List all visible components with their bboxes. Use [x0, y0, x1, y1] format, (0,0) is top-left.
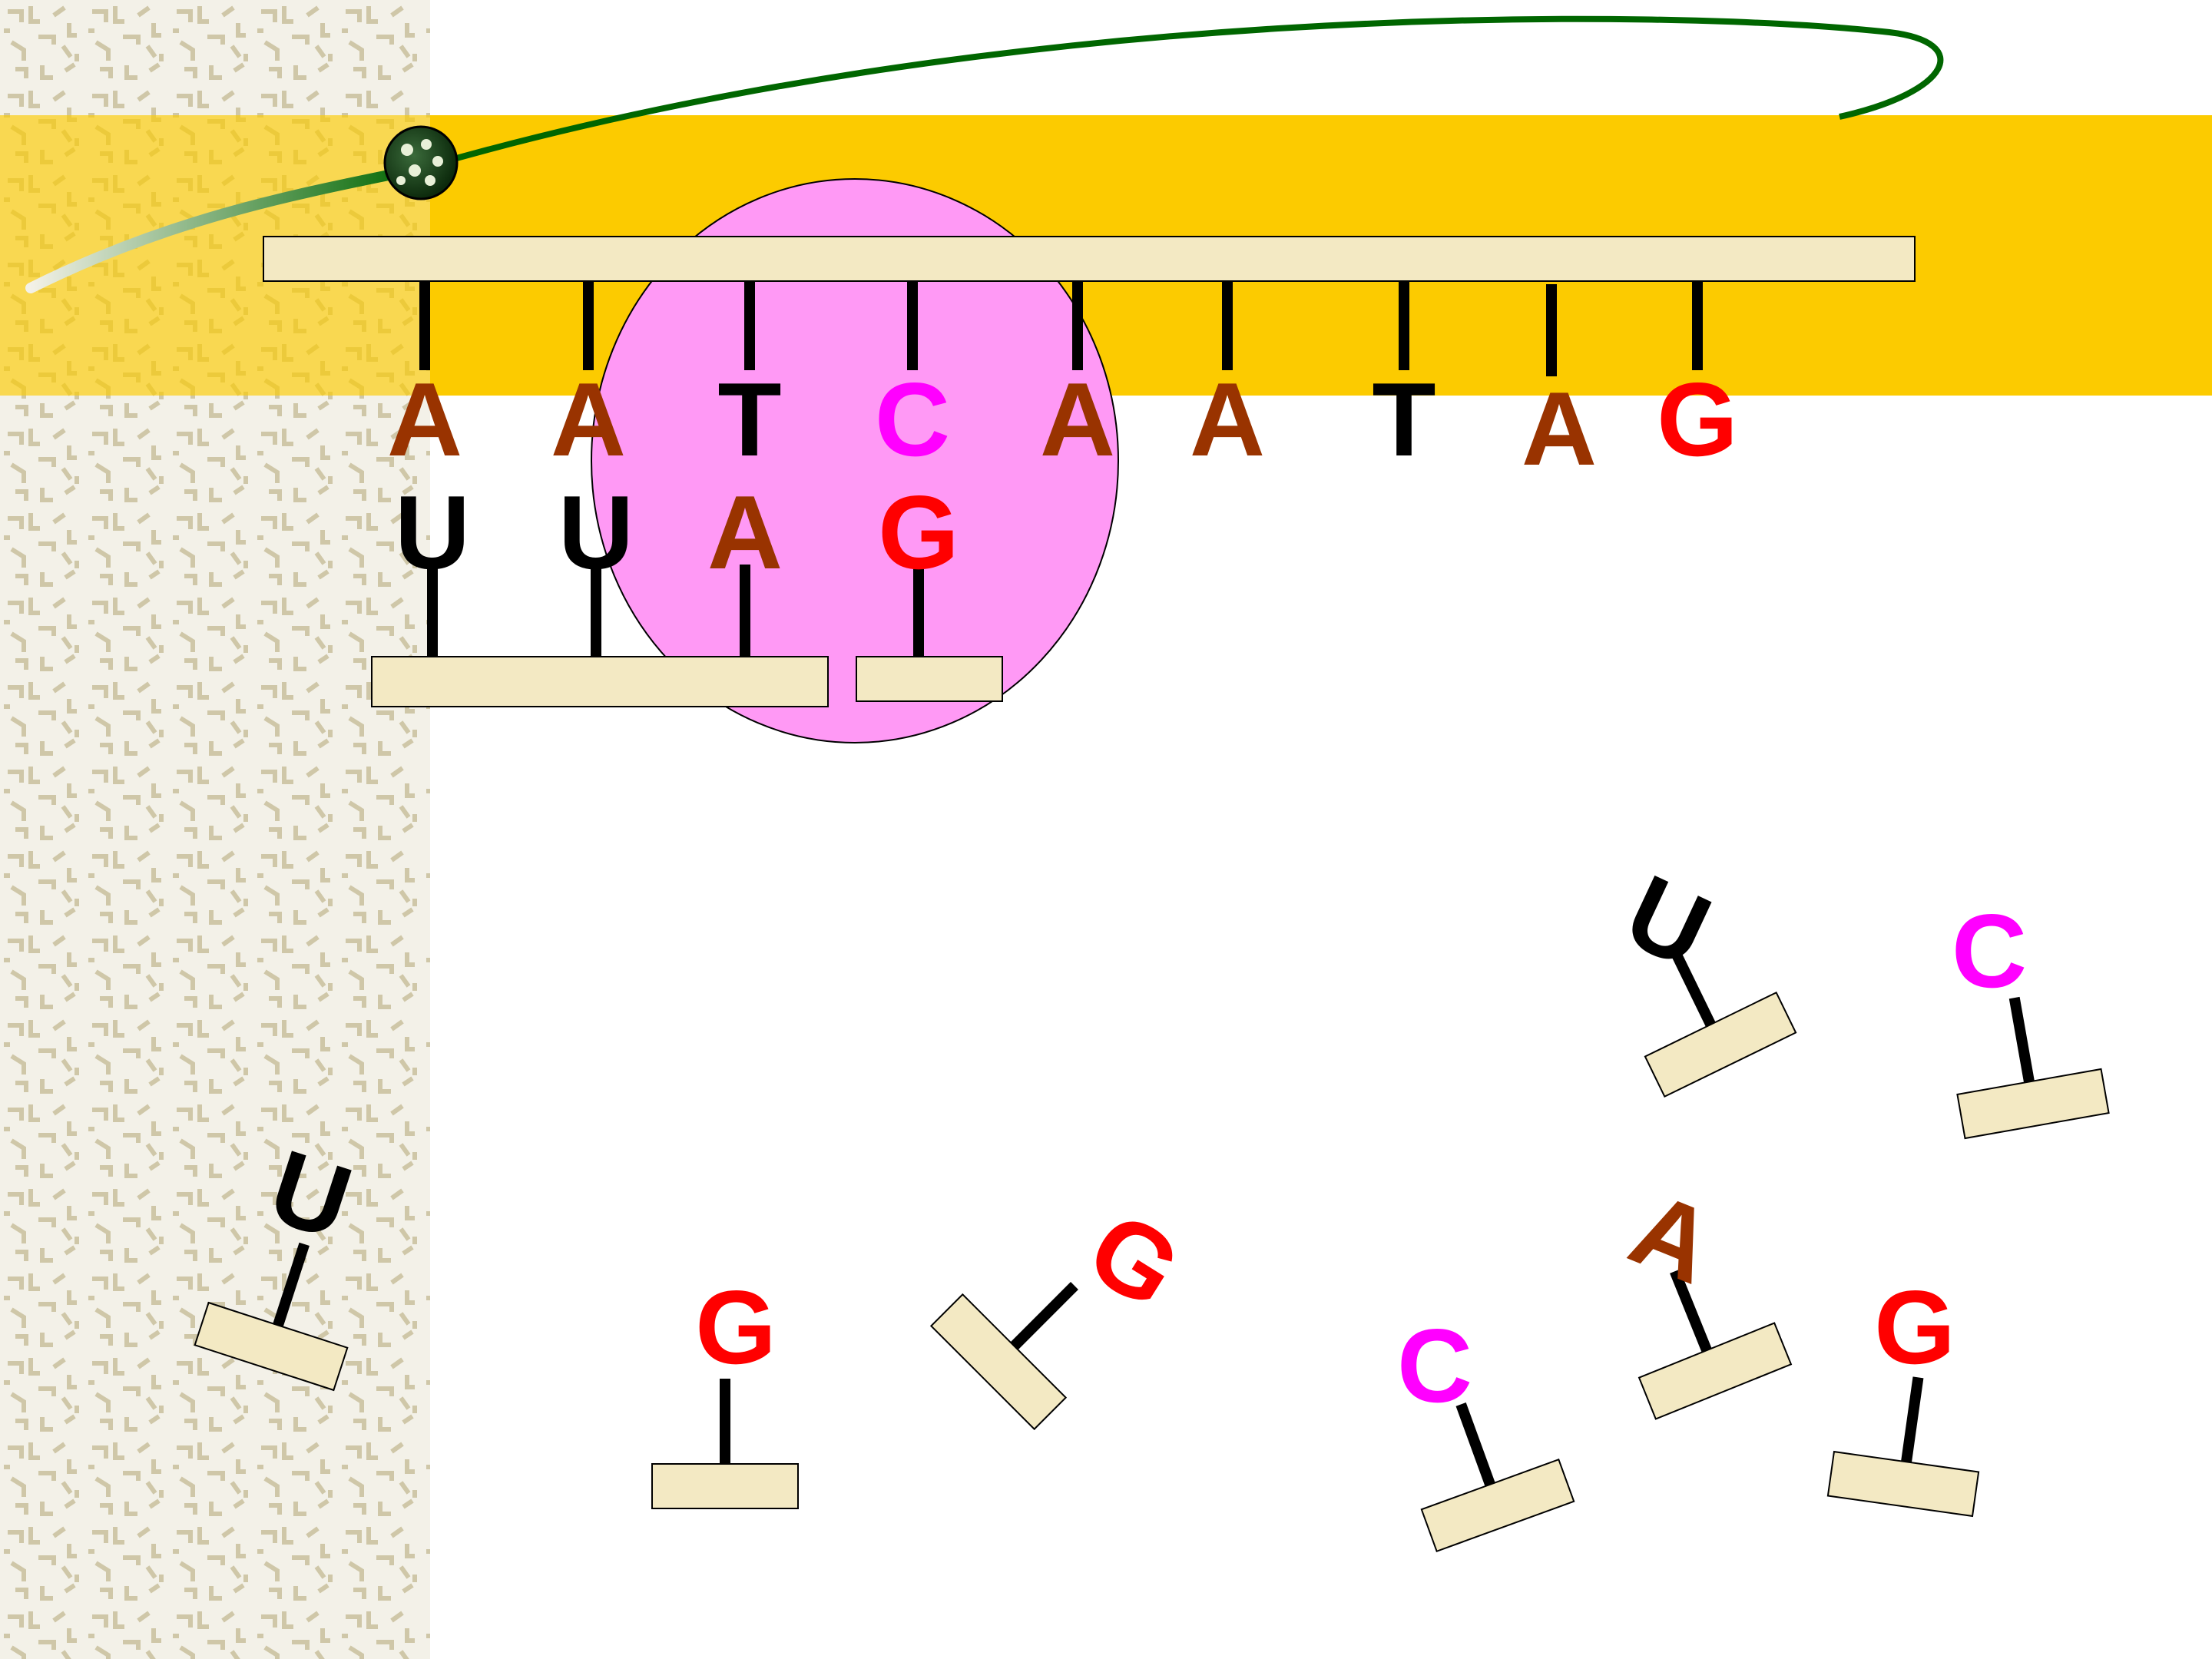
- paired-base: U: [558, 474, 634, 591]
- free-base: C: [1397, 1307, 1472, 1424]
- paired-backbone-long: [371, 656, 829, 707]
- template-base: G: [1657, 361, 1738, 478]
- paired-base: U: [395, 474, 470, 591]
- template-base: C: [875, 361, 950, 478]
- free-backbone: [1637, 1322, 1793, 1420]
- free-nucleotide: [651, 1379, 799, 1509]
- free-backbone: [651, 1463, 799, 1509]
- mrna-tail-dark: [417, 15, 1944, 172]
- ribosome: [591, 178, 1119, 743]
- free-nucleotide: [1826, 1376, 1980, 1518]
- free-nucleotide: [1637, 1269, 1793, 1420]
- template-base: A: [1522, 370, 1597, 487]
- free-nucleotide: [929, 1282, 1078, 1431]
- free-nucleotide: [1956, 996, 2110, 1140]
- free-backbone: [1420, 1458, 1575, 1553]
- free-nucleotide: [194, 1242, 349, 1392]
- free-base: G: [1874, 1269, 1955, 1386]
- paired-backbone-short: [856, 656, 1003, 702]
- paired-base: G: [878, 474, 959, 591]
- free-base: G: [695, 1269, 777, 1386]
- template-base: A: [387, 361, 462, 478]
- template-base: A: [1040, 361, 1115, 478]
- free-stem: [2008, 996, 2035, 1083]
- template-backbone: [263, 236, 1916, 282]
- free-stem: [1670, 1269, 1712, 1353]
- free-base: A: [1616, 1170, 1730, 1306]
- template-base: A: [1190, 361, 1265, 478]
- free-backbone: [1644, 991, 1797, 1098]
- free-stem: [1010, 1282, 1078, 1350]
- free-stem: [273, 1242, 310, 1327]
- free-nucleotide: [1420, 1402, 1575, 1553]
- rna-polymerase-ball: [383, 125, 459, 200]
- mrna-tail-fade: [25, 164, 424, 293]
- free-base: C: [1952, 892, 2027, 1009]
- free-stem: [1901, 1376, 1924, 1463]
- free-base: U: [1609, 853, 1727, 990]
- free-stem: [1455, 1402, 1495, 1487]
- free-nucleotide: [1644, 945, 1797, 1098]
- template-base: A: [551, 361, 626, 478]
- free-stem: [1668, 945, 1716, 1028]
- template-base: T: [717, 361, 781, 478]
- paired-base: A: [707, 474, 783, 591]
- free-base: G: [1069, 1189, 1200, 1331]
- template-base: T: [1372, 361, 1435, 478]
